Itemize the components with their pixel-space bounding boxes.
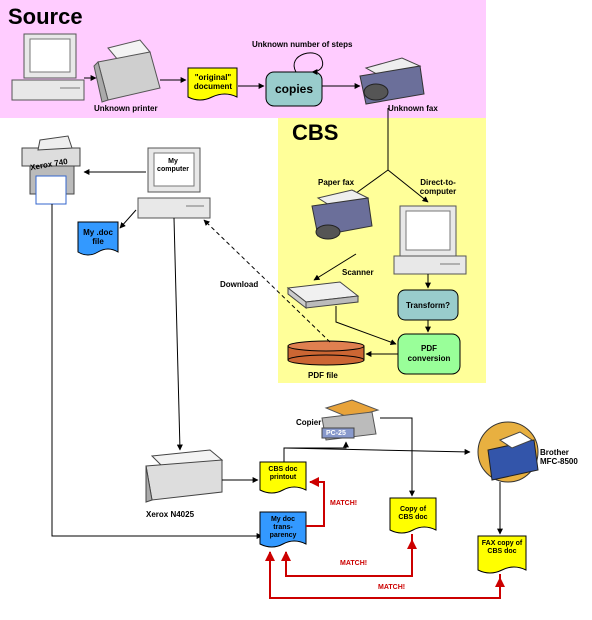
cbs-title: CBS [292, 120, 339, 145]
unknown-fax-icon [359, 57, 425, 105]
match-arrow-1 [306, 477, 325, 527]
brother-fax-icon [477, 421, 539, 483]
cbs-doc-printout-shape [259, 461, 307, 494]
pdf-file-cylinder [287, 340, 365, 366]
copier-model-label: PC-25 [326, 430, 346, 437]
scanner-label: Scanner [342, 268, 374, 277]
unknown-printer-label: Unknown printer [94, 104, 158, 113]
arrow-computer-to-doc [119, 209, 137, 229]
my-doc-transparency-label: My doc trans-parency [269, 516, 297, 539]
copy-of-cbs-doc-shape [389, 497, 437, 534]
download-label: Download [220, 280, 259, 289]
scanner-icon [286, 281, 360, 310]
my-computer-icon [137, 147, 211, 219]
arrow-to-direct-computer [387, 169, 429, 203]
direct-computer-icon [393, 205, 467, 275]
unknown-printer-icon [93, 39, 161, 103]
unknown-steps-label: Unknown number of steps [252, 40, 353, 49]
my-computer-label: My computer [157, 158, 189, 173]
source-title: Source [8, 4, 83, 29]
pdf-conversion-label: PDF conversion [407, 344, 451, 363]
paper-fax-icon [311, 189, 373, 240]
original-document-label: "original" document [193, 73, 233, 91]
arrow-scanner-to-pdf [335, 306, 397, 345]
my-doc-file-label: My .doc file [83, 228, 113, 246]
arrow-copier-to-copy [380, 417, 415, 497]
xerox-n4025-icon [145, 449, 224, 503]
arrow-computer-to-n4025 [173, 217, 183, 451]
download-dashed-arrow [203, 219, 331, 343]
copy-of-cbs-doc-label: Copy of CBS doc [398, 506, 428, 521]
transform-label: Transform? [405, 301, 450, 310]
xerox-740-icon [21, 135, 81, 205]
match-label-3: MATCH! [378, 584, 406, 591]
match-label-2: MATCH! [340, 560, 368, 567]
fax-copy-label: FAX copy of CBS doc [481, 540, 523, 555]
xerox-n4025-label: Xerox N4025 [146, 510, 195, 519]
pdf-file-label: PDF file [308, 371, 338, 380]
arrow-printout-to-copier [283, 441, 349, 462]
fax-copy-shape [477, 535, 527, 574]
arrow-printout-to-brother [283, 447, 471, 455]
copies-label: copies [274, 82, 313, 96]
arrow-xerox740-to-transparency [51, 204, 263, 539]
match-label-1: MATCH! [330, 500, 358, 507]
copies-process-shape [265, 71, 323, 107]
my-doc-transparency-shape [259, 511, 307, 548]
arrow-to-paper-fax [351, 169, 389, 197]
copier-icon [321, 399, 380, 441]
my-doc-file-shape [77, 221, 119, 256]
copier-label: Copier [296, 418, 322, 427]
source-computer-icon [11, 33, 85, 101]
copies-loop-arrow [293, 52, 324, 75]
direct-to-computer-label: Direct-to-computer [419, 178, 457, 196]
brother-label: Brother MFC-8500 [540, 448, 578, 466]
paper-fax-label: Paper fax [318, 178, 355, 187]
original-document-shape [187, 67, 238, 101]
unknown-fax-label: Unknown fax [388, 104, 438, 113]
cbs-doc-printout-label: CBS doc printout [268, 466, 298, 481]
arrow-paper-fax-to-scanner [313, 253, 357, 281]
